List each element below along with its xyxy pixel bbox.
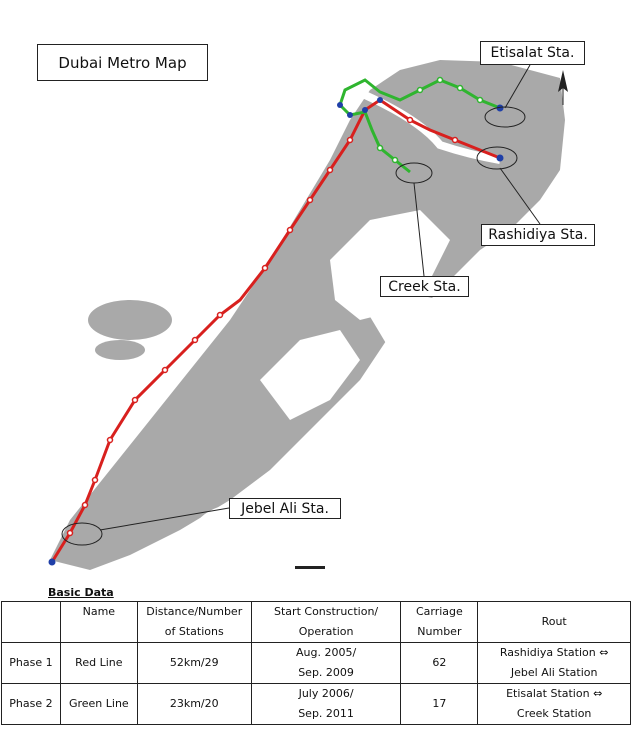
table-row: Phase 1 Red Line 52km/29 Aug. 2005/Sep. … <box>1 642 631 684</box>
header-name: Name <box>59 601 138 643</box>
rashidiya-station-label: Rashidiya Sta. <box>481 224 595 246</box>
basic-data-heading: Basic Data <box>48 586 114 599</box>
table-row: Phase 2 Green Line 23km/20 July 2006/Sep… <box>1 683 631 725</box>
jebel-ali-station-label: Jebel Ali Sta. <box>229 498 341 519</box>
interchange-stations <box>48 97 504 566</box>
metro-map <box>48 60 568 570</box>
red-line-stations <box>66 116 459 537</box>
map-title: Dubai Metro Map <box>37 44 208 81</box>
rout-cell: Etisalat Station ⇔Creek Station <box>477 683 631 725</box>
etisalat-station-label: Etisalat Sta. <box>480 41 585 65</box>
start-cell: July 2006/Sep. 2011 <box>250 683 402 725</box>
line-name-cell: Green Line <box>59 683 138 725</box>
green-line-stations <box>376 76 484 164</box>
carriage-cell: 17 <box>400 683 479 725</box>
line-name-cell: Red Line <box>59 642 138 684</box>
scale-bar <box>295 566 325 569</box>
distance-cell: 52km/29 <box>136 642 252 684</box>
north-arrow-icon <box>558 70 568 105</box>
start-cell: Aug. 2005/Sep. 2009 <box>250 642 402 684</box>
phase-cell: Phase 2 <box>1 683 61 725</box>
phase-cell: Phase 1 <box>1 642 61 684</box>
rout-cell: Rashidiya Station ⇔Jebel Ali Station <box>477 642 631 684</box>
header-rout: Rout <box>477 601 631 643</box>
distance-cell: 23km/20 <box>136 683 252 725</box>
header-blank <box>1 601 61 643</box>
creek-station-label: Creek Sta. <box>380 276 469 297</box>
carriage-cell: 62 <box>400 642 479 684</box>
station-highlights <box>61 106 526 546</box>
land-area <box>50 60 565 570</box>
header-start: Start Construction/Operation <box>250 601 402 643</box>
green-line <box>338 78 501 174</box>
callout-leaders <box>99 64 541 531</box>
